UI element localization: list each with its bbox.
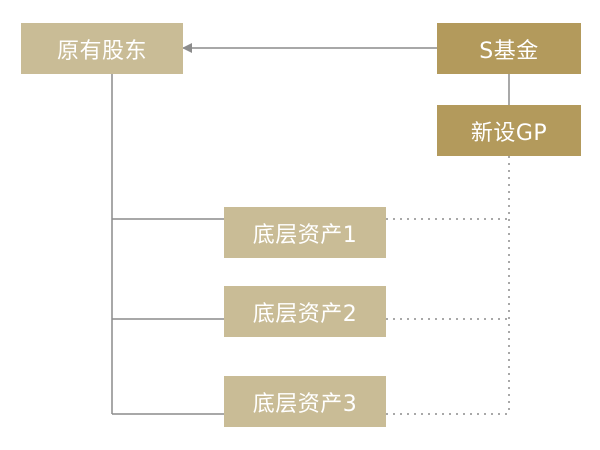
node-label: 原有股东 — [56, 38, 147, 64]
node-asset-1: 底层资产1 — [224, 207, 386, 258]
node-label: S基金 — [479, 38, 539, 64]
node-asset-3: 底层资产3 — [224, 376, 386, 427]
node-asset-2: 底层资产2 — [224, 286, 386, 337]
node-label: 底层资产3 — [252, 391, 358, 417]
node-new-gp: 新设GP — [437, 105, 581, 156]
node-s-fund: S基金 — [437, 23, 581, 74]
node-original-shareholders: 原有股东 — [21, 23, 183, 74]
node-label: 底层资产1 — [252, 222, 358, 248]
node-label: 底层资产2 — [252, 301, 358, 327]
node-label: 新设GP — [470, 120, 548, 146]
